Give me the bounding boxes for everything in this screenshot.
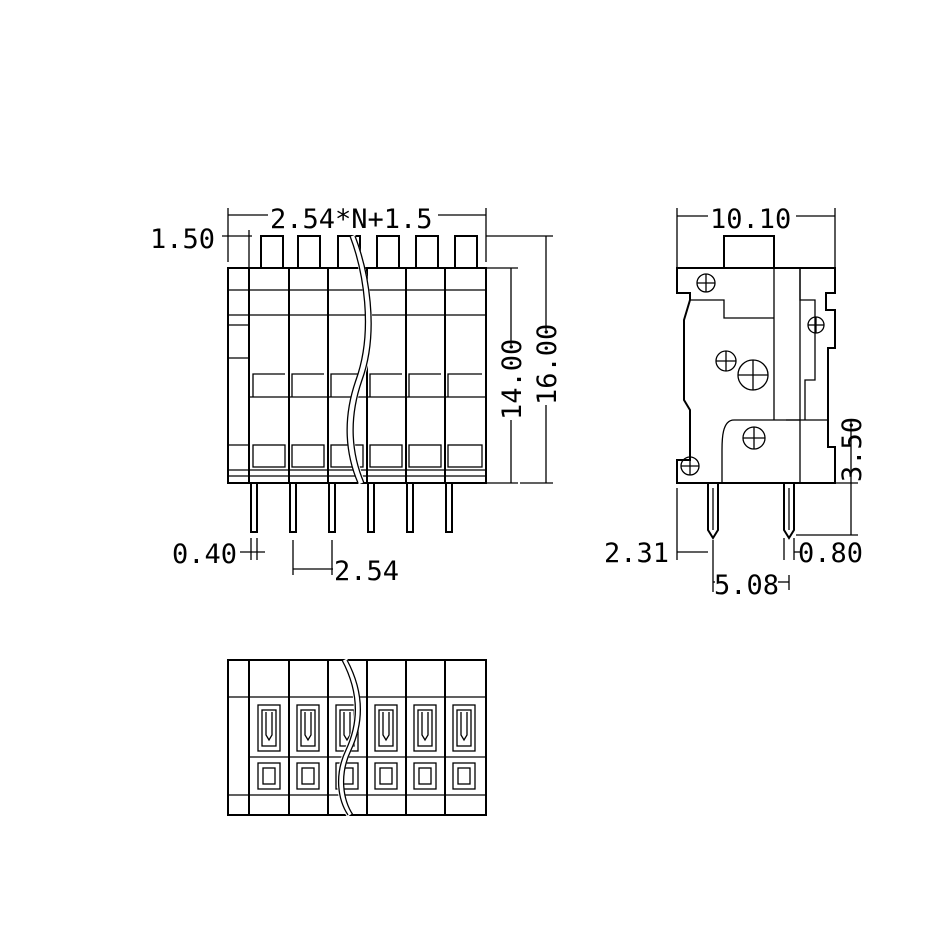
pin-offset-label: 2.31 xyxy=(604,538,669,569)
upper-windows xyxy=(252,373,482,397)
pin-thickness-label: 0.40 xyxy=(172,539,237,570)
dim-pin-thickness: 0.40 xyxy=(172,538,265,570)
dim-body-height: 14.00 xyxy=(486,267,528,484)
body-height-label: 14.00 xyxy=(497,339,528,420)
release-slots xyxy=(257,704,476,752)
pin-spacing-label: 5.08 xyxy=(714,570,779,601)
column-dividers xyxy=(288,268,446,483)
pin-width-label: 0.80 xyxy=(798,538,863,569)
pin-length-label: 3.50 xyxy=(837,417,868,482)
dim-pin-length: 3.50 xyxy=(796,417,868,536)
front-pins xyxy=(250,483,453,533)
side-screws xyxy=(680,273,825,476)
pitch-label: 2.54 xyxy=(334,556,399,587)
break-lines xyxy=(346,234,373,485)
dim-overall-height: 16.00 xyxy=(486,235,563,484)
top-view xyxy=(227,658,487,817)
wire-entries xyxy=(257,762,476,790)
top-break-lines xyxy=(337,658,361,817)
dim-depth: 10.10 xyxy=(676,204,836,268)
front-view: 2.54*N+1.5 1.50 14.00 16.00 xyxy=(150,204,563,587)
dim-pin-width: 0.80 xyxy=(783,538,863,569)
pin-tip-height-label: 1.50 xyxy=(150,224,215,255)
overall-width-label: 2.54*N+1.5 xyxy=(270,204,433,235)
depth-label: 10.10 xyxy=(710,204,791,235)
dim-pitch: 2.54 xyxy=(292,540,399,587)
top-body xyxy=(227,659,487,816)
side-view: 10.10 3.50 2.31 0.80 5.08 xyxy=(604,204,868,601)
lower-windows xyxy=(252,444,483,468)
side-inner-lines xyxy=(690,267,828,483)
dim-pin-spacing: 5.08 xyxy=(712,540,790,601)
dim-overall-width: 2.54*N+1.5 xyxy=(227,204,487,262)
side-pins xyxy=(707,483,795,540)
top-tabs xyxy=(260,235,478,269)
overall-height-label: 16.00 xyxy=(532,324,563,405)
dim-pin-offset: 2.31 xyxy=(604,488,708,569)
dim-pin-tip-height: 1.50 xyxy=(150,224,252,268)
front-body xyxy=(227,267,487,484)
